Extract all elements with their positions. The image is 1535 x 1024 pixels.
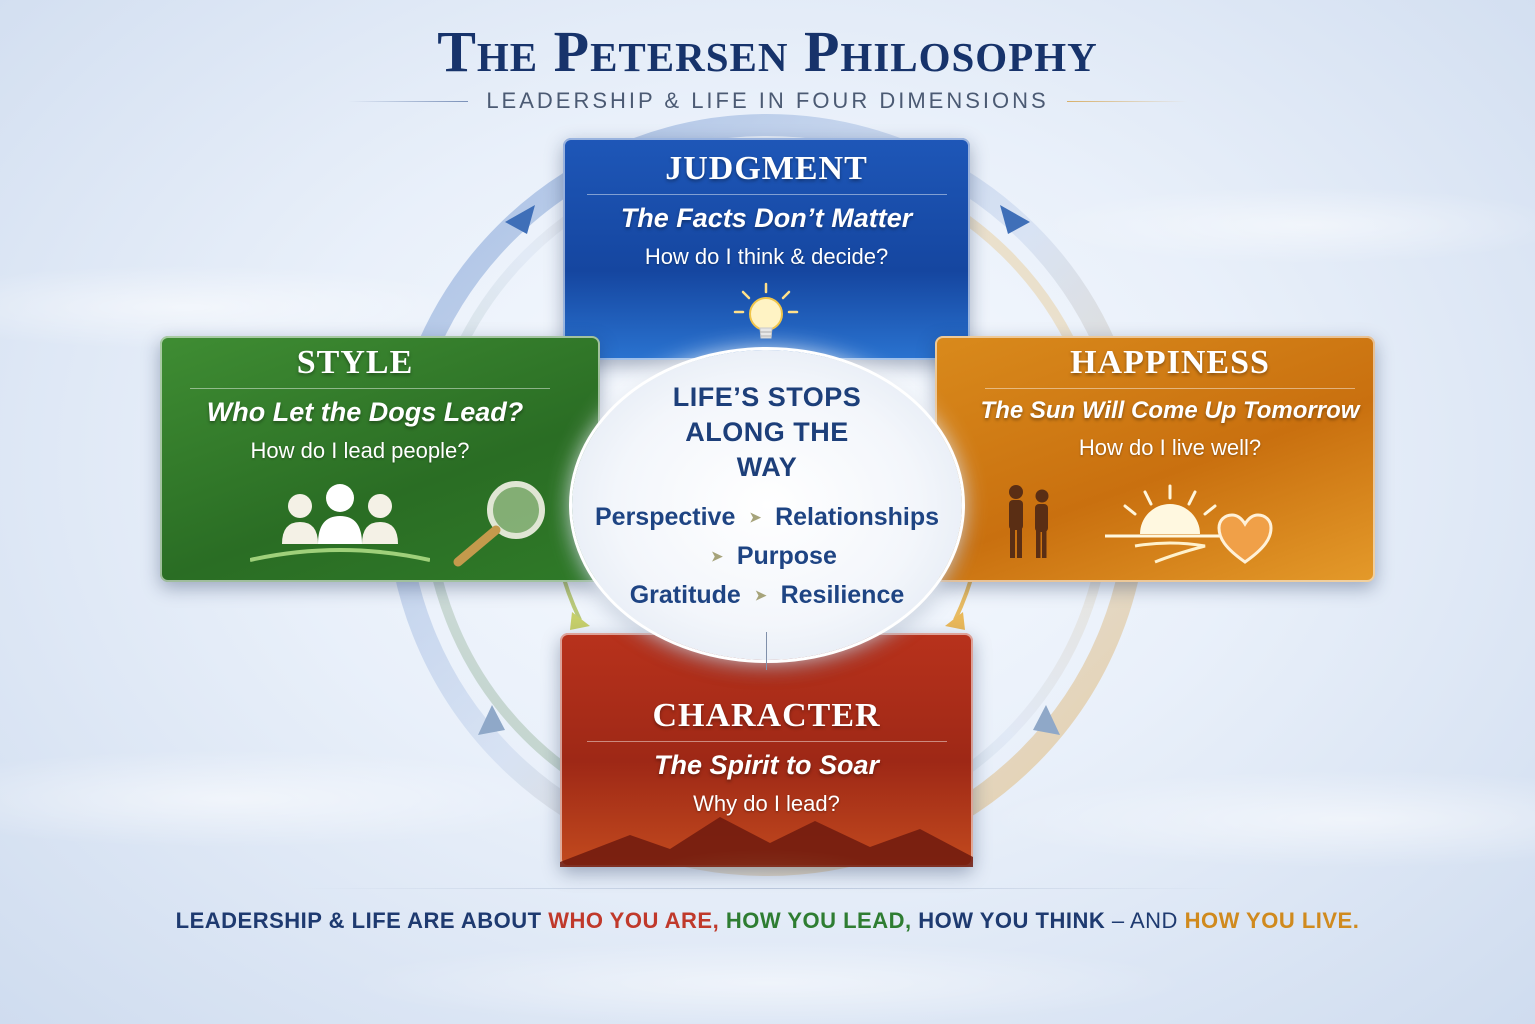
arrow-top-right [1000, 205, 1030, 234]
style-divider [190, 388, 550, 389]
mountain-sunrise-icon [560, 817, 973, 867]
subtitle-rule-right [1066, 100, 1187, 102]
style-tagline: Who Let the Dogs Lead? [206, 397, 524, 427]
arrow-top-left [505, 205, 535, 234]
center-title-line-3: WAY [736, 452, 798, 482]
happiness-tagline: The Sun Will Come Up Tomorrow [980, 397, 1360, 424]
judgment-title: JUDGMENT [665, 150, 868, 187]
couple-walking-icon [1009, 485, 1049, 558]
character-question: Why do I lead? [693, 791, 840, 816]
stops-row-3: Gratitude ➤ Resilience [572, 581, 962, 610]
character-title: CHARACTER [652, 697, 881, 734]
page-subtitle: LEADERSHIP & LIFE IN FOUR DIMENSIONS [486, 88, 1049, 113]
judgment-question: How do I think & decide? [644, 244, 889, 269]
style-question: How do I lead people? [250, 438, 470, 463]
judgment-card: JUDGMENT The Facts Don’t Matter How do I… [563, 138, 970, 360]
subtitle-rule-left [348, 100, 469, 102]
footer-how-you-live: HOW YOU LIVE. [1184, 908, 1360, 933]
center-vertical-rule [766, 632, 767, 670]
inner-arrow-left-down [570, 612, 590, 630]
stops-row-1: Perspective ➤ Relationships [572, 503, 962, 532]
stop-perspective: Perspective [594, 503, 736, 531]
happiness-divider [985, 388, 1355, 389]
footer-how-you-lead: HOW YOU LEAD, [725, 908, 912, 933]
stops-row-2: ➤ Purpose [572, 542, 962, 571]
happiness-question: How do I live well? [1078, 435, 1262, 460]
happiness-title: HAPPINESS [1070, 344, 1270, 381]
footer-who-you-are: WHO YOU ARE, [548, 908, 720, 933]
character-card: CHARACTER The Spirit to Soar Why do I le… [560, 633, 973, 867]
footer-intro: LEADERSHIP & LIFE ARE ABOUT [175, 908, 542, 933]
footer-rule [300, 888, 1235, 889]
style-card: STYLE Who Let the Dogs Lead? How do I le… [160, 336, 600, 582]
style-title: STYLE [296, 344, 414, 381]
footer-dash-and: – AND [1111, 908, 1178, 933]
arrow-separator-icon: ➤ [711, 548, 723, 564]
center-circle: LIFE’S STOPS ALONG THE WAY Perspective ➤ R… [572, 350, 962, 670]
center-title: LIFE’S STOPS ALONG THE WAY [572, 380, 962, 485]
people-group-icon [250, 484, 430, 562]
judgment-tagline: The Facts Don’t Matter [620, 203, 913, 233]
arrow-separator-icon: ➤ [754, 587, 767, 603]
arrow-bottom-right [1033, 705, 1060, 735]
happiness-card: HAPPINESS The Sun Will Come Up Tomorrow … [935, 336, 1375, 582]
arrow-separator-icon: ➤ [749, 509, 762, 525]
inner-arrow-right-down [945, 612, 965, 630]
lightbulb-icon [733, 282, 799, 339]
stop-resilience: Resilience [780, 581, 905, 609]
judgment-divider [586, 194, 947, 195]
footer-how-you-think: HOW YOU THINK [918, 908, 1106, 933]
magnifying-glass-icon [453, 481, 545, 567]
stop-purpose: Purpose [736, 542, 837, 570]
subtitle-row: LEADERSHIP & LIFE IN FOUR DIMENSIONS [0, 88, 1535, 114]
arrow-bottom-left [478, 705, 505, 735]
stop-relationships: Relationships [775, 503, 940, 531]
character-tagline: The Spirit to Soar [653, 750, 880, 780]
center-title-line-1: LIFE’S STOPS [672, 382, 862, 412]
stop-gratitude: Gratitude [629, 581, 741, 609]
sunrise-icon [1105, 484, 1235, 564]
center-title-line-2: ALONG THE [685, 417, 849, 447]
heart-icon [1217, 513, 1273, 564]
page-title: The Petersen Philosophy [437, 19, 1098, 84]
footer-tagline: LEADERSHIP & LIFE ARE ABOUT WHO YOU ARE,… [0, 908, 1535, 934]
character-divider [586, 741, 947, 742]
